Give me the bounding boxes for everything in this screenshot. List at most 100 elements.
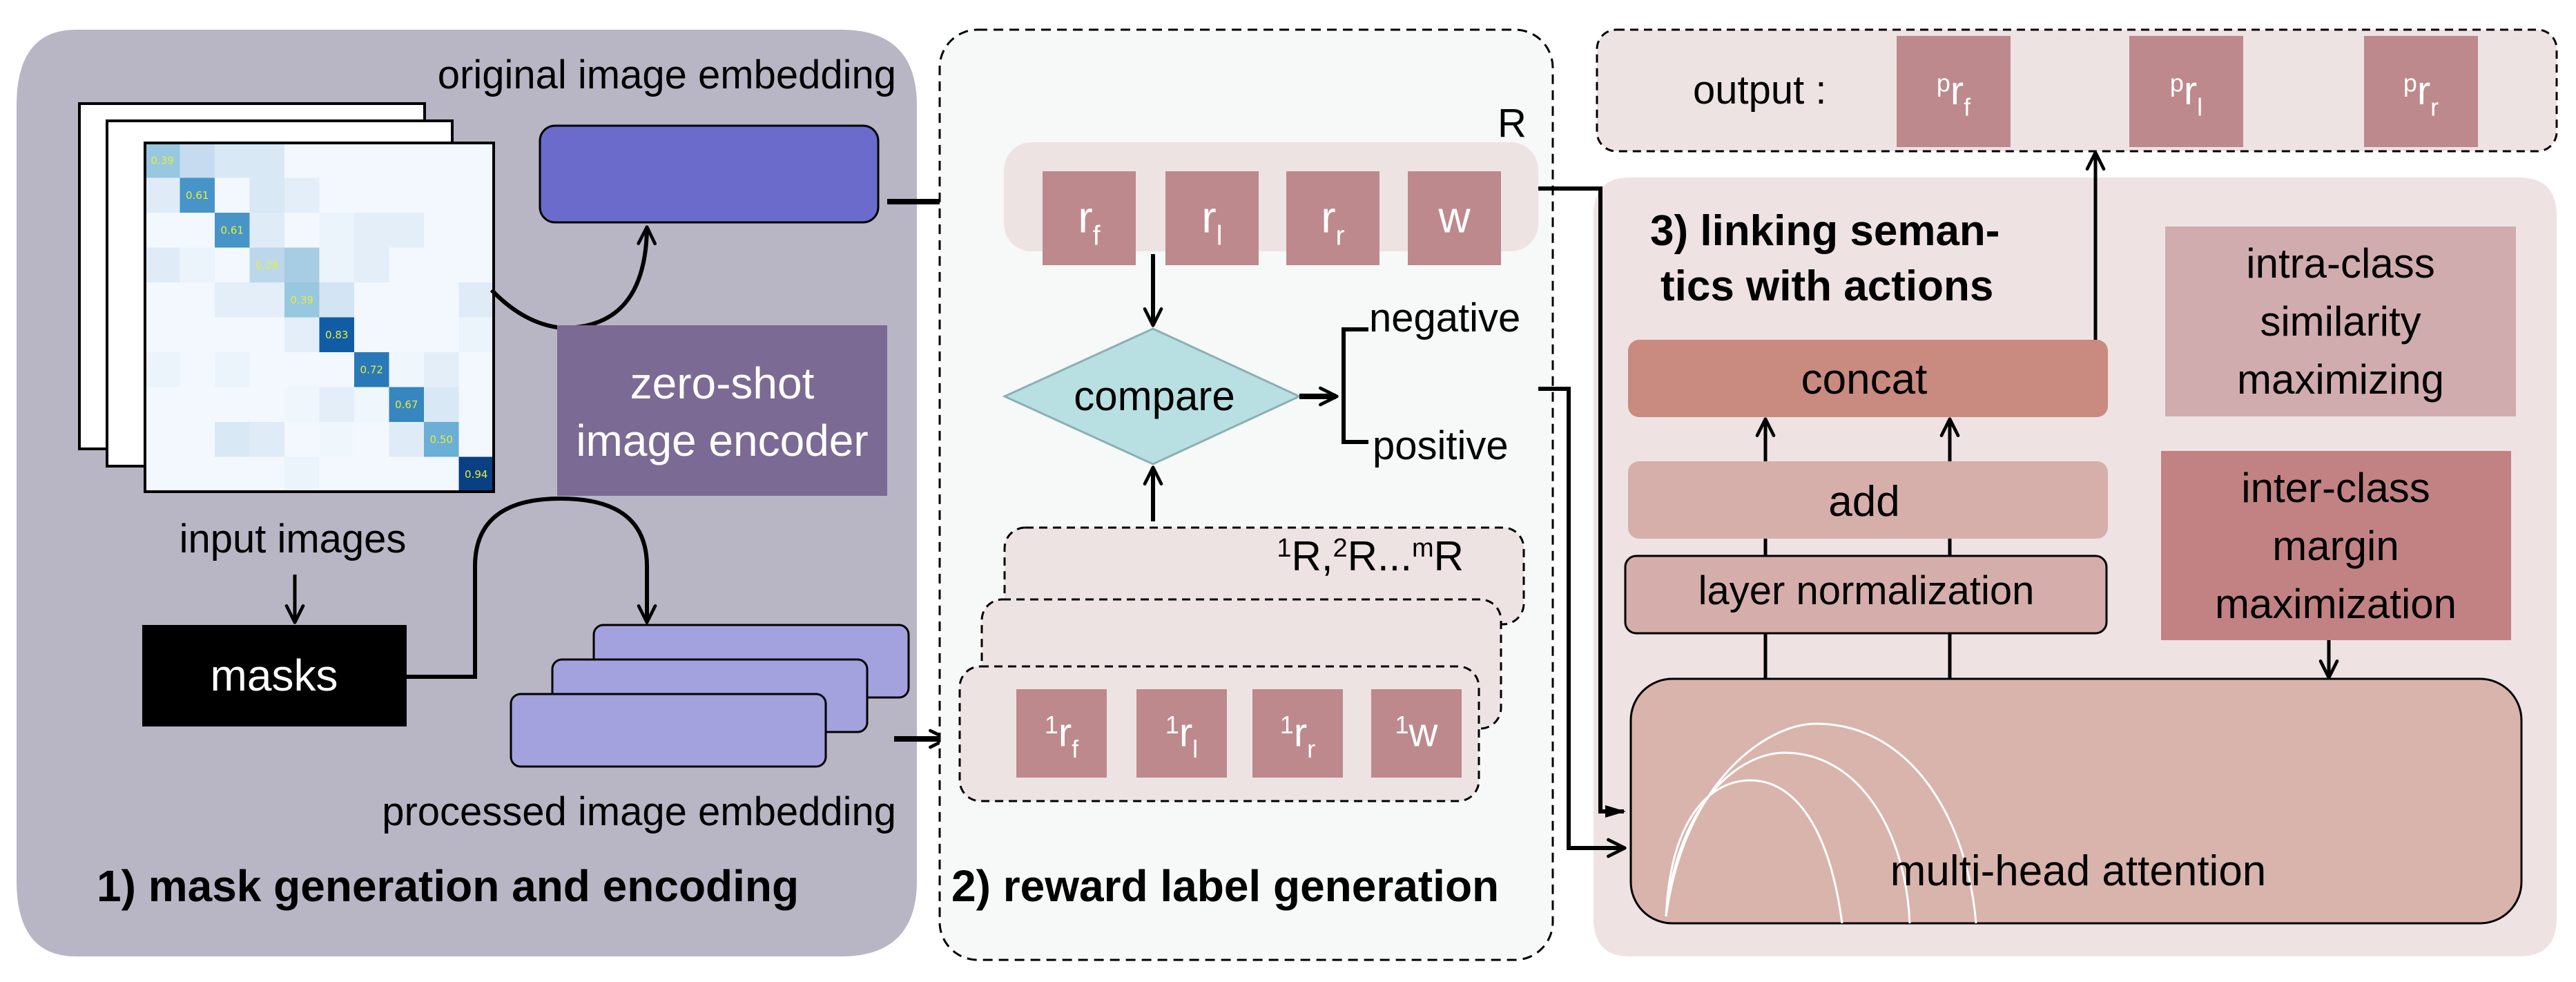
confusion-matrix-cell: [284, 422, 320, 457]
section3-title-line1: 3) linking seman-: [1650, 207, 1999, 255]
confusion-matrix-cell: [145, 387, 180, 423]
confusion-matrix-cell: [354, 422, 389, 457]
confusion-matrix-cell: [319, 317, 355, 353]
confusion-matrix-value: 0.28: [255, 259, 278, 271]
output-item: [1897, 36, 2011, 147]
confusion-matrix-cell: [249, 213, 285, 248]
confusion-matrix-value: 0.50: [430, 433, 453, 445]
confusion-matrix-cell: [319, 177, 355, 213]
layer-norm-label: layer normalization: [1698, 568, 2035, 613]
intra-class-line: maximizing: [2237, 356, 2444, 403]
sample-item: [1136, 689, 1227, 778]
confusion-matrix-cell: [284, 352, 320, 387]
branch-bracket: [1342, 327, 1368, 444]
sample-item: [1016, 689, 1107, 778]
input-images-label: input images: [180, 517, 407, 561]
confusion-matrix-cell: [319, 387, 355, 423]
original-embedding-block: [539, 124, 880, 224]
sample-item-label: 1w: [1395, 711, 1439, 755]
section-mask-generation: original image embedding 0.39 0.61 0.61 0.2…: [17, 30, 917, 956]
masks-to-processed-arrow: [407, 496, 657, 679]
output-item: [2129, 36, 2243, 147]
confusion-matrix-cell: [249, 282, 285, 318]
confusion-matrix-value: 0.83: [325, 329, 348, 341]
confusion-matrix-cell: [389, 317, 425, 353]
intra-class-block: [2165, 227, 2516, 416]
compare-label: compare: [1074, 373, 1234, 419]
confusion-matrix-value: 0.61: [186, 189, 209, 202]
confusion-matrix-cell: [180, 247, 215, 283]
confusion-matrix-cell: [458, 387, 494, 423]
confusion-matrix-cell: [215, 352, 250, 387]
processed-embedding-front: [510, 693, 827, 768]
section1-title: 1) mask generation and encoding: [97, 861, 799, 911]
stack-text-1: R,: [1292, 533, 1333, 579]
add-label: add: [1828, 478, 1899, 526]
confusion-matrix-cell: [458, 422, 494, 457]
confusion-matrix-cell: [389, 352, 425, 387]
confusion-matrix-cell: [354, 387, 389, 423]
original-embedding-label: original image embedding: [438, 52, 896, 97]
confusion-matrix-value: 0.61: [221, 224, 244, 236]
confusion-matrix-cell: [284, 177, 320, 213]
confusion-matrix-cell: [354, 352, 389, 387]
sample-item-label: 1rr: [1280, 711, 1315, 763]
reward-to-mha-connector: [1538, 186, 1626, 818]
confusion-matrix-value: 0.39: [151, 154, 174, 166]
reward-item-label: rr: [1321, 192, 1345, 251]
confusion-matrix-cell: [389, 456, 425, 492]
attention-arcs: [1665, 722, 1977, 924]
mha-block: [1629, 677, 2523, 925]
output-item-label: prf: [1937, 68, 1971, 121]
confusion-matrix-cell: [354, 143, 389, 178]
confusion-matrix-cell: [145, 456, 180, 492]
confusion-matrix-cell: [319, 352, 355, 387]
processed-embedding-label: processed image embedding: [382, 789, 896, 834]
output-label: output :: [1693, 68, 1826, 113]
confusion-matrix-cell: [354, 247, 389, 283]
stack-text-2: R...: [1348, 533, 1412, 579]
attention-arc-medium: [1665, 751, 1911, 924]
confusion-matrix-cell: [319, 143, 355, 178]
confusion-matrix-cell: [424, 352, 459, 387]
mha-label: multi-head attention: [1890, 847, 2267, 895]
confusion-matrix-cell: [180, 456, 215, 492]
stack-sup-1: 1: [1277, 534, 1291, 563]
output-item-label: prl: [2170, 68, 2202, 121]
confusion-matrix-cell: [145, 317, 180, 353]
masks-label: masks: [211, 651, 338, 700]
confusion-matrix-cell: [458, 282, 494, 318]
confusion-matrix-border: [144, 142, 495, 493]
confusion-matrix-cell: [458, 456, 494, 492]
confusion-matrix-value: 0.72: [360, 363, 383, 376]
reward-item-label: w: [1437, 192, 1471, 242]
intra-class-line: similarity: [2260, 298, 2421, 345]
confusion-matrix-value: 0.67: [395, 398, 418, 411]
confusion-matrix-cell: [215, 247, 250, 283]
confusion-matrix-cell: [354, 317, 389, 353]
confusion-matrix-cell: [215, 177, 250, 213]
confusion-matrix-cell: [284, 247, 320, 283]
layer-norm-block: [1624, 555, 2108, 635]
confusion-matrix-cell: [354, 213, 389, 248]
encoder-label-line2: image encoder: [576, 416, 868, 465]
confusion-matrix-cell: [145, 247, 180, 283]
confusion-matrix-cell: [180, 387, 215, 423]
confusion-matrix-cell: [424, 317, 459, 353]
confusion-matrix-cell: [249, 247, 285, 283]
confusion-matrix-cell: [145, 213, 180, 248]
intra-class-text: intra-class similarity maximizing: [2237, 240, 2444, 403]
sample-item: [1371, 689, 1462, 778]
inter-class-line: inter-class: [2241, 465, 2430, 511]
confusion-matrix-cell: [458, 213, 494, 248]
reward-item: [1165, 171, 1259, 265]
concat-block: [1628, 340, 2108, 417]
concat-label: concat: [1801, 356, 1928, 403]
stack-sup-3: m: [1412, 534, 1434, 563]
intra-class-line: intra-class: [2246, 240, 2434, 287]
reward-item: [1043, 171, 1136, 265]
